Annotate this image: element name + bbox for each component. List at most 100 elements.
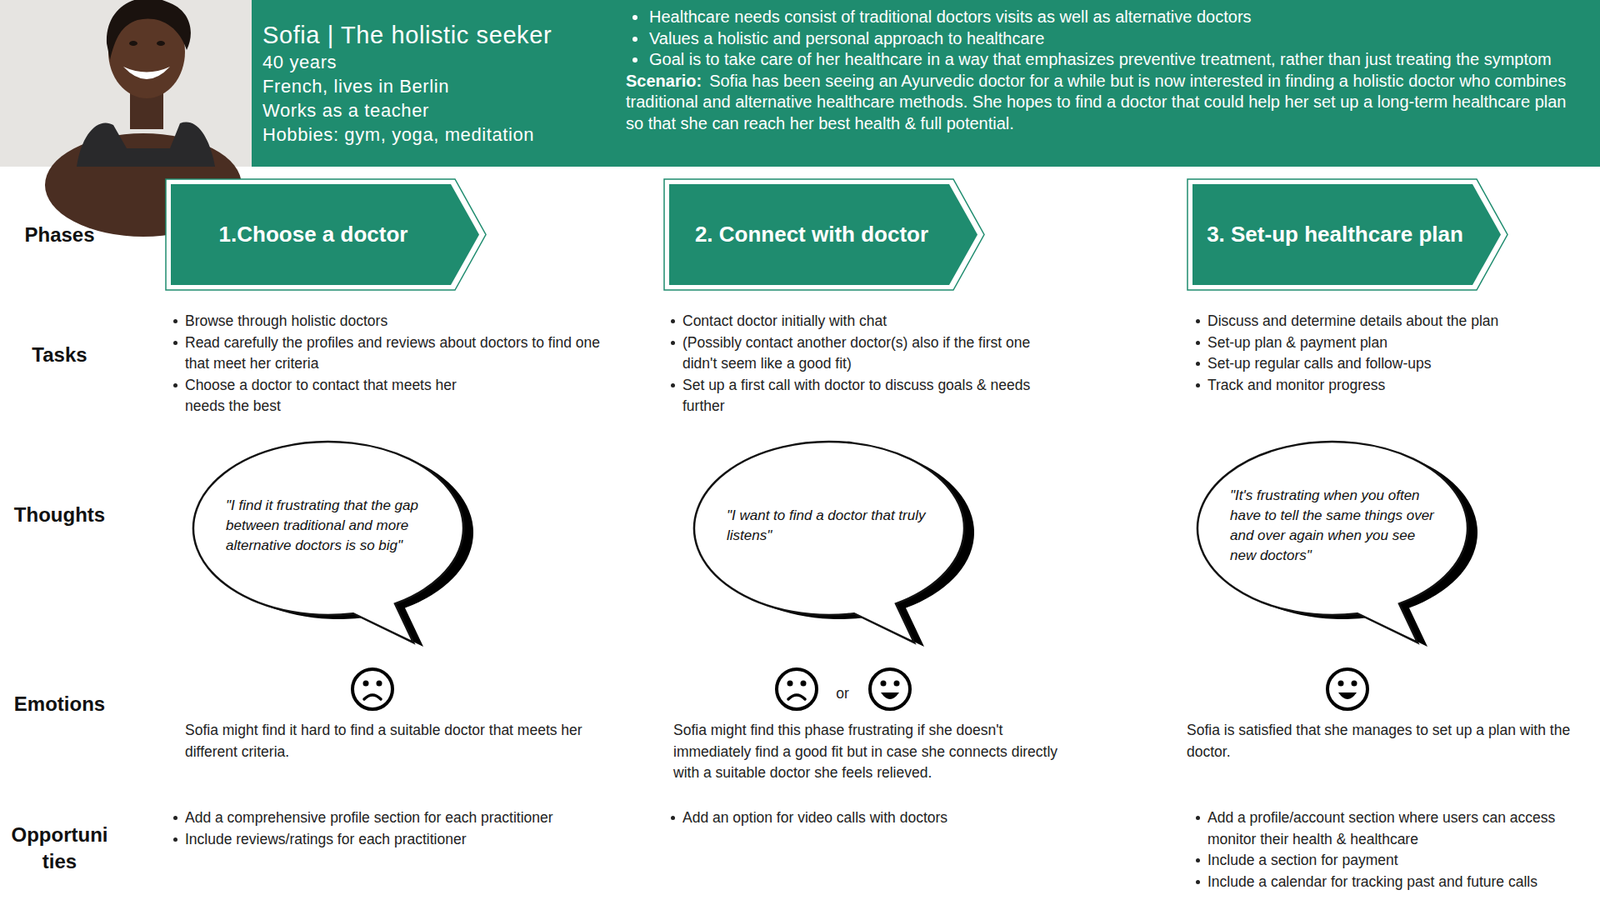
task-item-group: Browse through holistic doctorsRead care… [173,310,610,418]
phase-arrow: 1.Choose a doctor [165,178,487,291]
persona-bullet-item: Goal is to take care of her healthcare i… [625,49,1588,71]
persona-bullet: Goal is to take care of her healthcare i… [649,50,1552,69]
persona-facts: Sofia | The holistic seeker40 yearsFrenc… [251,0,626,167]
bullet-item: Add a profile/account section where user… [1195,807,1587,850]
row-label: Opportuni ties [3,821,116,875]
opportunity-item: Add an option for video calls with docto… [682,807,1033,830]
persona-bullet-item: Healthcare needs consist of traditional … [625,6,1588,29]
speech-bubble-shape [1190,436,1483,654]
opportunity-item: Include a calendar for tracking past and… [1207,871,1587,894]
thought-quote: "It's frustrating when you often have to… [1230,485,1439,566]
bullet-item: Include a calendar for tracking past and… [1195,871,1587,894]
persona-bullet: Values a holistic and personal approach … [649,29,1045,48]
bullet-item: Include a section for payment [1195,850,1587,872]
bullet-dot [1195,361,1200,366]
bullet-item: Track and monitor progress [1195,375,1525,397]
persona-fact: 40 years [262,50,626,75]
bullet-dot [632,15,638,20]
opportunity-item: Include reviews/ratings for each practit… [185,829,627,851]
bullet-item: Choose a doctor to contact that meets he… [173,375,490,418]
opportunity-item-group: Add a profile/account section where user… [1195,807,1587,893]
emotion-note-group: Sofia is satisfied that she manages to s… [1186,720,1579,763]
sad-face [352,669,393,710]
bullet-dot [1195,340,1200,345]
bullet-item: Read carefully the profiles and reviews … [173,332,610,375]
row-label: Emotions [3,690,116,718]
row-label: Thoughts [3,501,116,529]
bullet-dot [173,383,178,388]
bullet-item: Set-up plan & payment plan [1195,332,1525,355]
task-item-group: Discuss and determine details about the … [1195,310,1525,396]
bullet-item: Set up a first call with doctor to discu… [670,375,1041,418]
emotion-note: Sofia might find this phase frustrating … [673,720,1074,785]
scenario: Scenario:Sofia has been seeing an Ayurve… [625,70,1588,135]
row-label-group: Phases [3,221,116,249]
bullet-dot [1195,858,1200,863]
bullet-dot [632,57,638,63]
bullet-item: Add a comprehensive profile section for … [173,807,627,830]
task-item: Choose a doctor to contact that meets he… [185,375,490,418]
bullet-dot [173,319,178,324]
opportunity-item: Add a comprehensive profile section for … [185,807,627,830]
row-label-group: Thoughts [3,501,116,529]
speech-bubble: "It's frustrating when you often have to… [1190,436,1483,654]
phase-title: 2. Connect with doctor [695,221,929,248]
thought-quote: "I find it frustrating that the gap betw… [225,495,435,556]
bullet-dot [670,319,675,324]
bullet-dot [632,36,638,42]
bullet-item: Browse through holistic doctors [173,310,610,333]
bullet-dot [670,815,675,820]
bullet-dot [670,340,675,345]
persona-band: Sofia | The holistic seeker40 yearsFrenc… [251,0,1600,167]
thought-quote: "I want to find a doctor that truly list… [726,505,935,546]
task-item: Contact doctor initially with chat [682,310,1041,333]
happy-face [870,669,910,710]
phase-title: 1.Choose a doctor [219,221,409,248]
bullet-item: Include reviews/ratings for each practit… [173,829,627,851]
happy-face [1327,669,1368,710]
row-label: Tasks [3,341,116,369]
bullet-item: Contact doctor initially with chat [670,310,1041,333]
task-item-group: Contact doctor initially with chat(Possi… [670,310,1041,418]
bullet-dot [173,340,178,345]
persona-bullet-item: Values a holistic and personal approach … [625,28,1588,50]
task-item: (Possibly contact another doctor(s) also… [682,332,1041,375]
speech-bubble: "I want to find a doctor that truly list… [687,436,980,654]
opportunity-item-group: Add an option for video calls with docto… [670,807,1033,830]
bullet-dot [1195,815,1200,820]
opportunity-item: Add a profile/account section where user… [1207,807,1587,850]
row-label-group: Tasks [3,341,116,369]
or-label-group: or [835,683,850,705]
speech-bubble: "I find it frustrating that the gap betw… [186,436,479,654]
persona-fact: French, lives in Berlin [262,74,626,99]
scenario-label: Scenario: [625,71,702,90]
or-label: or [835,683,850,705]
task-item: Set up a first call with doctor to discu… [682,375,1041,418]
bullet-item: Set-up regular calls and follow-ups [1195,353,1525,375]
persona-details: Healthcare needs consist of traditional … [625,0,1600,167]
bullet-item: Discuss and determine details about the … [1195,310,1525,333]
bullet-item: (Possibly contact another doctor(s) also… [670,332,1041,375]
bullet-dot [173,837,178,842]
row-label-group: Emotions [3,690,116,718]
phase-arrow: 2. Connect with doctor [663,178,985,291]
task-item: Read carefully the profiles and reviews … [185,332,610,375]
emotion-note: Sofia might find it hard to find a suita… [185,720,585,763]
emotion-note-group: Sofia might find it hard to find a suita… [185,720,585,763]
phase-title: 3. Set-up healthcare plan [1206,221,1464,248]
bullet-dot [173,815,178,820]
persona-name: Sofia | The holistic seeker [262,20,626,50]
row-label-group: Opportuni ties [3,821,116,875]
phase-arrow: 3. Set-up healthcare plan [1186,178,1509,291]
task-item: Set-up plan & payment plan [1207,332,1525,355]
persona-bullet: Healthcare needs consist of traditional … [649,7,1252,26]
row-label: Phases [3,221,116,249]
task-item: Browse through holistic doctors [185,310,610,333]
opportunity-item: Include a section for payment [1207,850,1587,872]
bullet-item: Add an option for video calls with docto… [670,807,1033,830]
bullet-dot [1195,319,1200,324]
task-item: Set-up regular calls and follow-ups [1207,353,1525,375]
persona-fact: Hobbies: gym, yoga, meditation [262,122,626,147]
persona-fact: Works as a teacher [262,98,626,123]
bullet-dot [1195,880,1200,885]
